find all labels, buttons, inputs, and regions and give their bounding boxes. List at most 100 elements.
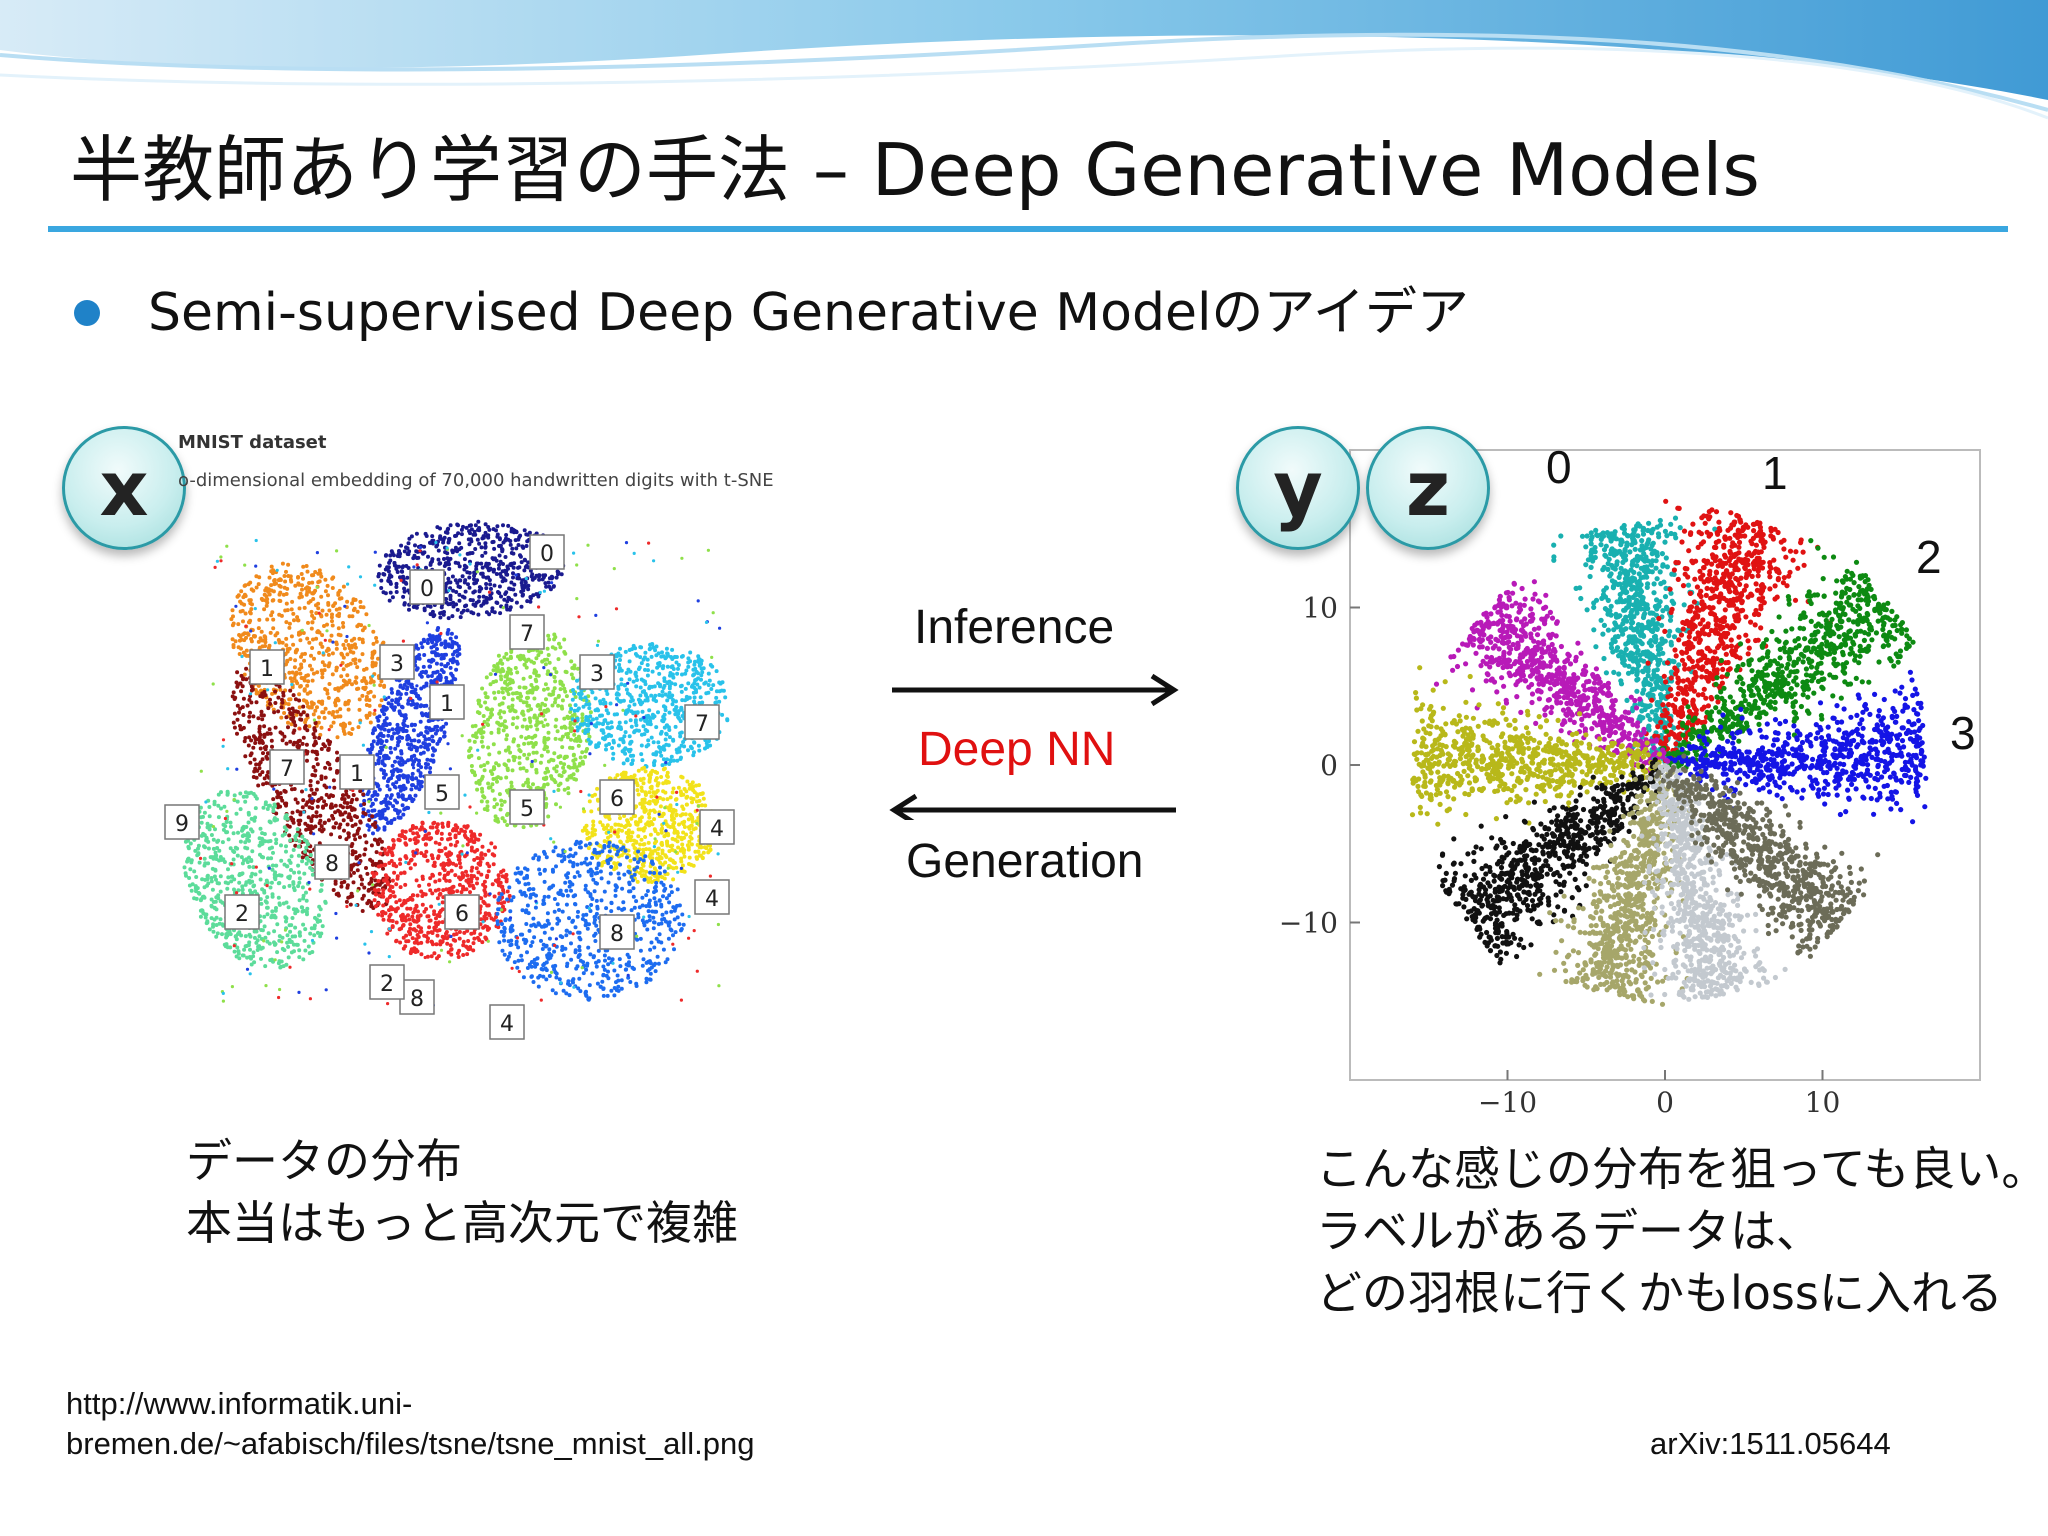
tsne-point [697, 783, 701, 788]
tsne-point [391, 804, 396, 809]
tsne-point [296, 863, 301, 868]
tsne-point [522, 662, 527, 667]
tsne-point [572, 738, 577, 743]
tsne-point [495, 720, 500, 725]
tsne-point [368, 857, 373, 862]
tsne-point [328, 638, 332, 643]
tsne-point [319, 931, 324, 936]
tsne-point [216, 838, 221, 843]
tsne-point [472, 739, 477, 744]
tsne-point [298, 712, 303, 717]
tsne-point [341, 624, 346, 629]
tsne-point [275, 922, 280, 927]
tsne-point [647, 686, 652, 691]
tsne-point [639, 661, 644, 666]
tsne-point [525, 724, 529, 729]
tsne-point [527, 703, 532, 708]
tsne-point [532, 696, 537, 701]
tsne-point [707, 678, 712, 683]
tsne-point [318, 813, 323, 818]
tsne-point [498, 611, 503, 616]
tsne-point [284, 620, 289, 625]
tsne-point [619, 677, 624, 682]
tsne-point [580, 712, 585, 717]
tsne-point [539, 720, 544, 725]
tsne-point [315, 762, 320, 767]
tsne-point [317, 736, 322, 740]
tsne-point [494, 666, 499, 671]
tsne-point [419, 641, 424, 646]
tsne-point [311, 732, 316, 737]
tsne-point [301, 735, 306, 740]
tsne-point [513, 592, 518, 597]
tsne-point [302, 871, 307, 876]
tsne-point [265, 617, 270, 622]
tsne-point [326, 646, 331, 651]
tsne-point [553, 635, 558, 640]
tsne-point [300, 741, 305, 746]
tsne-point [258, 636, 263, 641]
tsne-point [629, 695, 634, 700]
tsne-point [668, 803, 673, 808]
tsne-point [507, 586, 512, 591]
tsne-point [326, 593, 330, 598]
tsne-point [553, 700, 557, 705]
tsne-point [531, 744, 536, 749]
tsne-point [603, 718, 608, 723]
tsne-point [354, 675, 359, 680]
tsne-point [591, 819, 596, 824]
tsne-point [341, 621, 345, 625]
tsne-point [275, 950, 280, 955]
tsne-point [447, 566, 452, 571]
tsne-point [479, 603, 484, 608]
tsne-point [697, 748, 702, 753]
tsne-point [502, 710, 507, 715]
tsne-point [305, 701, 310, 706]
tsne-point [270, 691, 275, 696]
tsne-point [364, 694, 369, 699]
tsne-point [459, 545, 464, 550]
tsne-point [512, 758, 517, 763]
tsne-point [508, 750, 513, 755]
tsne-point [283, 608, 288, 613]
tsne-point [390, 773, 395, 777]
tsne-point [258, 826, 263, 831]
tsne-point [286, 905, 291, 910]
tsne-point [649, 735, 654, 740]
tsne-point [341, 793, 345, 798]
tsne-point [328, 740, 333, 744]
tsne-point [406, 774, 411, 779]
tsne-point [305, 683, 310, 688]
tsne-point [671, 786, 676, 791]
tsne-point [395, 743, 400, 748]
tsne-point [434, 661, 439, 666]
tsne-point [473, 532, 478, 537]
tsne-point [254, 574, 259, 579]
tsne-point [281, 592, 286, 597]
tsne-point [518, 554, 523, 559]
tsne-point [242, 739, 247, 744]
tsne-point [305, 636, 310, 641]
tsne-point [257, 762, 262, 767]
tsne-point [344, 639, 349, 643]
tsne-point [448, 580, 453, 585]
tsne-point [329, 832, 334, 837]
tsne-point [298, 671, 303, 676]
tsne-point [524, 544, 529, 548]
tsne-point [480, 553, 485, 558]
tsne-point [263, 635, 268, 640]
tsne-point [341, 667, 346, 672]
tsne-point [545, 782, 550, 787]
tsne-point [647, 779, 652, 784]
tsne-point [305, 713, 310, 718]
tsne-point [472, 529, 477, 534]
tsne-point [334, 821, 338, 826]
tsne-point [218, 917, 223, 922]
tsne-point [301, 704, 306, 709]
tsne-point [482, 599, 487, 604]
tsne-point [713, 700, 718, 705]
tsne-point [657, 671, 662, 676]
tsne-point [319, 614, 324, 619]
tsne-point [638, 685, 643, 690]
tsne-point [491, 742, 496, 747]
